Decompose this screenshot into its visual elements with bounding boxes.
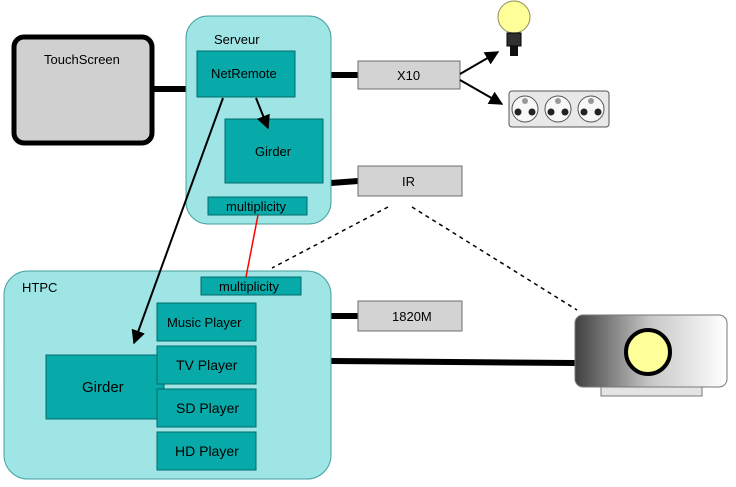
multiplicity-link (245, 214, 259, 278)
server-title: Serveur (214, 32, 260, 47)
ir-box (357, 165, 463, 197)
server-girder-label: Girder (255, 144, 292, 159)
cables (152, 72, 576, 366)
arrow-netremote-to-htpc-girder (131, 97, 224, 345)
arrow-x10-to-outlets (459, 79, 504, 105)
htpc-girder-label: Girder (82, 379, 124, 396)
ir-beams (271, 206, 578, 311)
module-1820m-box (357, 300, 463, 332)
player-sd-label: SD Player (176, 400, 239, 416)
ir-label: IR (402, 174, 415, 189)
player-tv-label: TV Player (176, 357, 238, 373)
projector-icon (574, 314, 728, 397)
touchscreen-box (11, 34, 155, 146)
htpc-multiplicity-label: multiplicity (219, 279, 279, 294)
arrow-x10-to-bulb (459, 51, 500, 75)
player-hd-label: HD Player (175, 443, 239, 459)
touchscreen-label: TouchScreen (44, 52, 120, 67)
cable-htpc-projector (330, 358, 576, 366)
module-1820m-label: 1820M (392, 309, 432, 324)
ir-beam-projector (411, 206, 578, 311)
arrows (131, 51, 504, 345)
player-sd-box (156, 388, 257, 428)
player-tv-box (156, 345, 257, 385)
light-bulb-icon (497, 0, 531, 56)
x10-label: X10 (397, 68, 420, 83)
netremote-label: NetRemote (211, 66, 277, 81)
cable-server-ir (330, 178, 359, 186)
player-hd-box (156, 431, 257, 471)
ir-beam-htpc (271, 206, 389, 269)
x10-box (357, 60, 461, 90)
player-music-label: Music Player (167, 315, 242, 330)
server-multiplicity-label: multiplicity (226, 199, 286, 214)
htpc-title: HTPC (22, 280, 57, 295)
player-music-box (156, 302, 257, 342)
htpc-multiplicity-box (200, 276, 302, 296)
server-girder-box (224, 118, 324, 184)
arrow-netremote-to-girder (255, 97, 270, 130)
netremote-box (196, 50, 296, 98)
htpc-girder-box (45, 354, 165, 420)
power-strip-icon (508, 90, 610, 128)
